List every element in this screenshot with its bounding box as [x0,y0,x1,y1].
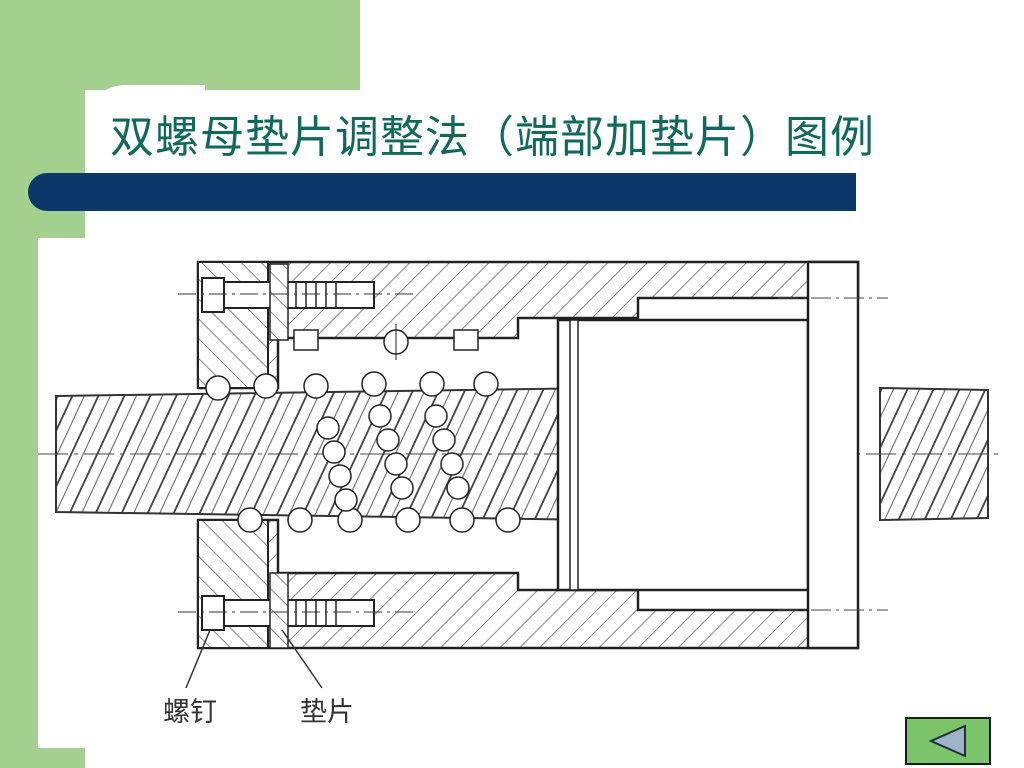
title-underline-bar [28,173,856,211]
label-screw: 螺钉 [163,697,217,728]
fixing-screw-bottom [201,595,375,631]
label-shim: 垫片 [300,697,354,728]
back-button[interactable] [905,717,991,765]
shim-top [269,263,289,341]
nut-end-cap [556,260,888,650]
slide-title: 双螺母垫片调整法（端部加垫片）图例 [110,112,875,163]
triangle-left-icon [928,724,966,758]
key-parts [293,324,479,360]
fixing-screw-top [201,277,375,313]
balls [205,371,521,533]
shim-bottom [269,572,289,649]
label-leader-lines [178,293,418,689]
ball-screw-diagram [38,238,1004,748]
